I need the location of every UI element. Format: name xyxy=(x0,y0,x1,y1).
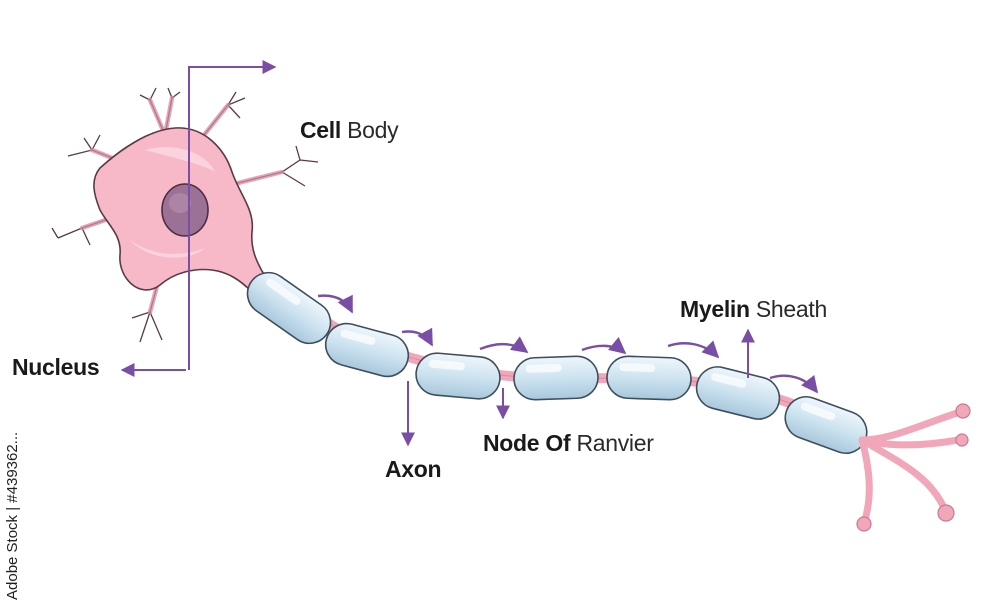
signal-direction-arrows xyxy=(317,294,819,394)
dendrites-fill xyxy=(79,95,285,315)
label-node-of-ranvier: Node Of Ranvier xyxy=(483,430,654,456)
cell-body-leader xyxy=(188,60,277,370)
label-myelin-sheath: Myelin Sheath xyxy=(680,296,827,322)
axon-terminals xyxy=(856,403,971,532)
stock-watermark-id: Adobe Stock | #439362... xyxy=(4,431,21,600)
label-axon: Axon xyxy=(385,456,442,482)
label-cell-body: Cell Body xyxy=(300,117,399,143)
label-nucleus: Nucleus xyxy=(12,354,100,380)
label-leader-lines xyxy=(120,60,755,447)
myelin-sheath-segments xyxy=(246,271,868,454)
nucleus-shape xyxy=(161,183,209,237)
